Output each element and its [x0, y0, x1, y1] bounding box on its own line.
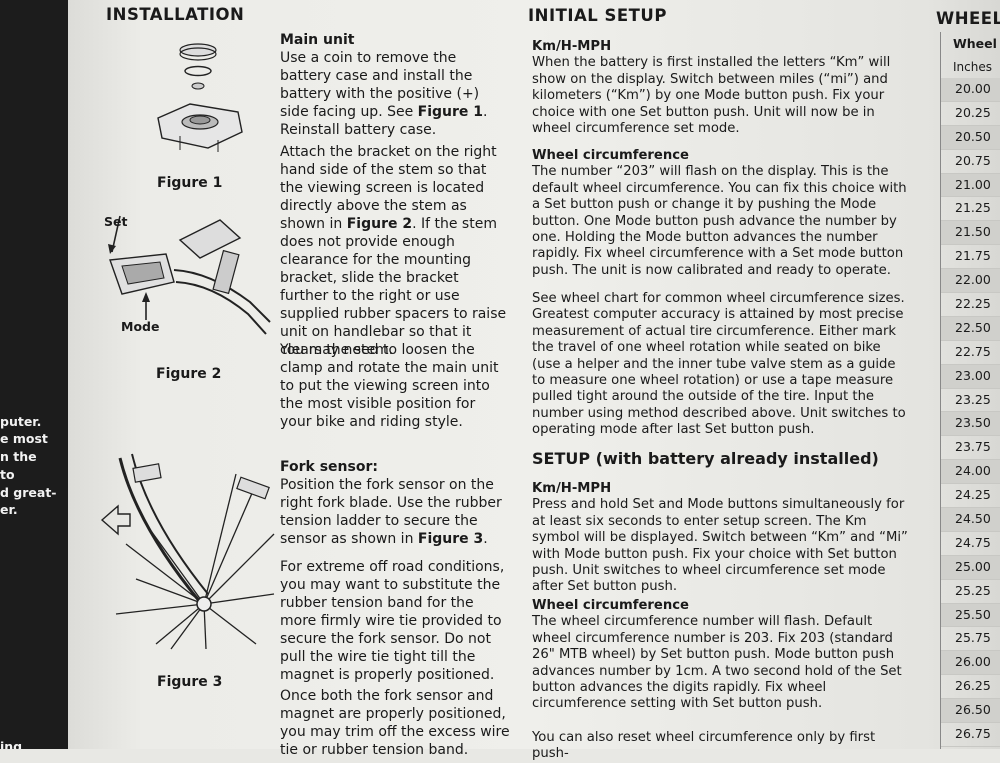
strip-fragment: ing [0, 739, 23, 749]
strip-fragment: to [0, 467, 15, 482]
trim-paragraph: Once both the fork sensor and magnet are… [280, 688, 510, 758]
table-row: 22.75 [941, 341, 1000, 365]
table-row: 23.25 [941, 389, 1000, 413]
table-row: 21.50 [941, 221, 1000, 246]
fork-sensor-heading: Fork sensor: [280, 459, 378, 475]
setup-battery-heading: SETUP (with battery already installed) [532, 449, 879, 468]
table-row: 21.00 [941, 173, 1000, 198]
table-row: 25.00 [941, 555, 1000, 580]
figure-3-caption: Figure 3 [157, 674, 223, 690]
table-row: 21.25 [941, 197, 1000, 222]
table-row: 26.75 [941, 723, 1000, 747]
figure-2-caption: Figure 2 [156, 366, 222, 382]
initial-wheel-section: Wheel circumference The number “203” wil… [532, 148, 912, 279]
table-row: 26.00 [941, 651, 1000, 676]
initial-kmh-paragraph: When the battery is first installed the … [532, 55, 891, 137]
initial-kmh-heading: Km/H-MPH [532, 39, 612, 54]
bracket-paragraph: Attach the bracket on the right hand sid… [280, 144, 507, 358]
table-row: 25.50 [941, 603, 1000, 628]
wheel-chart-paragraph: See wheel chart for common wheel circumf… [532, 291, 906, 438]
installation-heading: INSTALLATION [106, 5, 245, 24]
fork-sensor-illustration [100, 453, 275, 650]
fork-sensor-section: Fork sensor: Position the fork sensor on… [280, 458, 510, 548]
initial-wheel-paragraph: The number “203” will flash on the displ… [532, 164, 907, 278]
mode-button-label: Mode [121, 319, 160, 334]
initial-kmh-section: Km/H-MPH When the battery is first insta… [532, 39, 912, 137]
table-row: 22.00 [941, 269, 1000, 294]
loosen-clamp-paragraph: You may need to loosen the clamp and rot… [280, 342, 499, 430]
setup-wheel-paragraph: The wheel circumference number will flas… [532, 614, 902, 712]
table-row: 25.75 [941, 627, 1000, 652]
strip-fragment: d great- [0, 485, 57, 500]
strip-fragment: e most [0, 431, 48, 446]
initial-setup-heading: INITIAL SETUP [528, 6, 667, 25]
table-row: 24.75 [941, 532, 1000, 556]
table-row: 20.75 [941, 150, 1000, 174]
strip-fragment: puter. [0, 414, 42, 429]
adjacent-page-strip: puter. e most n the to d great- er. ing [0, 0, 68, 749]
table-row: 24.25 [941, 484, 1000, 509]
table-row: 22.50 [941, 316, 1000, 341]
battery-case-illustration [157, 43, 243, 152]
strip-fragment: n the [0, 449, 37, 464]
table-row: 26.25 [941, 675, 1000, 700]
table-row: 22.25 [941, 293, 1000, 317]
table-header-inches: Inches [953, 60, 992, 74]
strip-fragment: er. [0, 502, 18, 517]
main-unit-paragraph: Use a coin to remove the battery case an… [280, 50, 488, 138]
table-row: 23.75 [941, 436, 1000, 461]
wheel-heading: WHEEL [936, 9, 1000, 28]
main-unit-heading: Main unit [280, 32, 355, 48]
offroad-paragraph: For extreme off road conditions, you may… [280, 559, 505, 683]
fork-sensor-paragraph: Position the fork sensor on the right fo… [280, 477, 502, 547]
main-unit-section: Main unit Use a coin to remove the batte… [280, 31, 510, 139]
setup-wheel-heading: Wheel circumference [532, 598, 690, 613]
setup-kmh-heading: Km/H-MPH [532, 481, 612, 496]
set-button-label: Set [104, 214, 128, 229]
reset-paragraph: You can also reset wheel circumference o… [532, 730, 876, 762]
table-row: 24.00 [941, 460, 1000, 485]
table-row: 23.00 [941, 364, 1000, 389]
table-row: 20.50 [941, 125, 1000, 150]
table-row: 26.50 [941, 699, 1000, 724]
table-row: 24.50 [941, 508, 1000, 532]
initial-wheel-heading: Wheel circumference [532, 148, 690, 163]
setup-kmh-paragraph: Press and hold Set and Mode buttons simu… [532, 497, 908, 595]
table-row: 21.75 [941, 245, 1000, 270]
setup-wheel-section: Wheel circumference The wheel circumfere… [532, 598, 912, 713]
bracket-mount-illustration [108, 215, 271, 335]
table-row: 25.25 [941, 580, 1000, 604]
setup-kmh-section: Km/H-MPH Press and hold Set and Mode but… [532, 481, 912, 596]
table-header-wheel: Wheel [953, 36, 997, 51]
setup-battery-section: SETUP (with battery already installed) [532, 449, 912, 468]
table-row: 20.25 [941, 102, 1000, 126]
table-row: 20.00 [941, 78, 1000, 102]
figure-1-caption: Figure 1 [157, 175, 223, 191]
table-row: 23.50 [941, 412, 1000, 437]
